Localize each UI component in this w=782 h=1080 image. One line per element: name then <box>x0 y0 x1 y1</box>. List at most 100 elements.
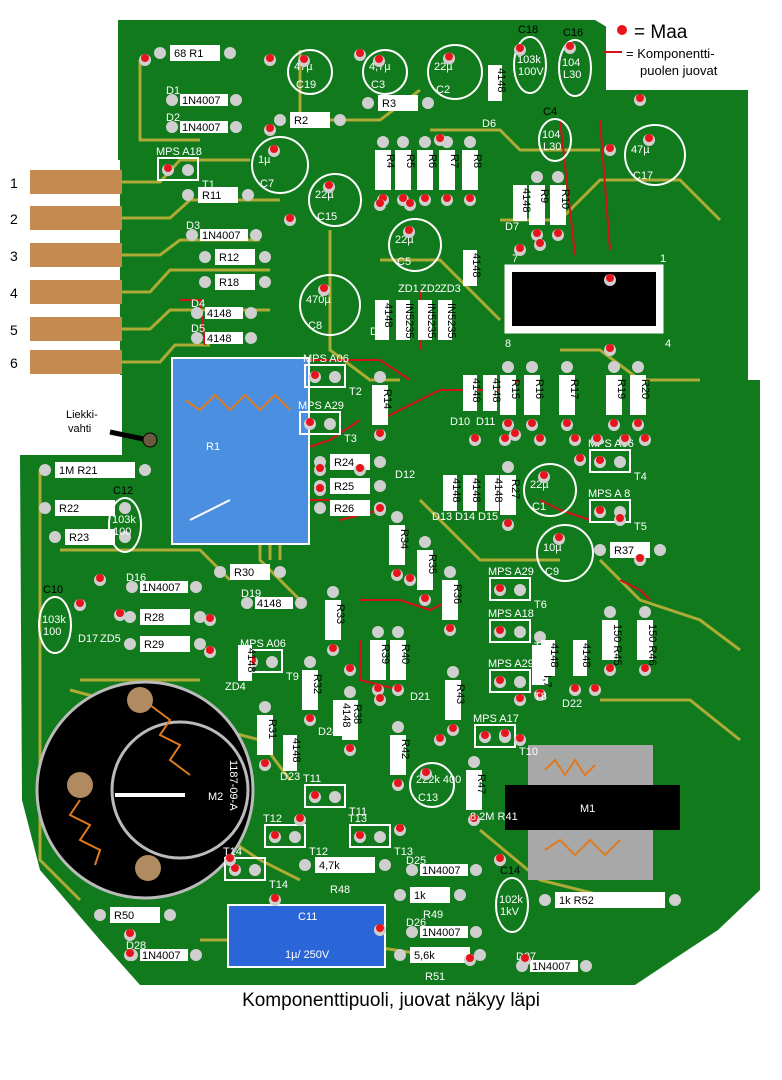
resistor-label: R20 <box>639 379 651 399</box>
ground-dot-icon <box>504 519 512 527</box>
solder-pad <box>214 566 226 578</box>
ground-dot-icon <box>261 759 269 767</box>
solder-pad <box>191 307 203 319</box>
capacitor-ref: C4 <box>543 106 557 118</box>
resistor-label: R7 <box>448 154 460 168</box>
ground-dot-icon <box>406 574 414 582</box>
resistor-label: R16 <box>533 379 545 399</box>
transistor-ref: T5 <box>634 521 647 533</box>
ground-dot-icon <box>528 419 536 427</box>
solder-pad <box>199 276 211 288</box>
ground-dot-icon <box>141 54 149 62</box>
resistor-label: R43 <box>454 684 466 704</box>
zener-diode: 4148 <box>375 300 394 340</box>
ground-dot-icon <box>346 664 354 672</box>
ground-dot-icon <box>76 599 84 607</box>
resistor-r7: R7 <box>439 136 460 206</box>
ground-dot-icon <box>606 344 614 352</box>
solder-pad <box>406 864 418 876</box>
diode-value: 4148 <box>245 648 257 672</box>
diode-value: 1N4007 <box>182 122 221 134</box>
ground-dot-icon <box>399 194 407 202</box>
solder-pad <box>502 461 514 473</box>
transistor-ref: T3 <box>344 433 357 445</box>
diode-value: 1N4007 <box>142 582 181 594</box>
diode-ref: D2 <box>166 112 180 124</box>
solder-pad <box>139 464 151 476</box>
ground-dot-icon <box>616 514 624 522</box>
solder-pad <box>374 831 386 843</box>
ground-dot-icon <box>501 434 509 442</box>
solder-pad <box>374 456 386 468</box>
transistor-ref: T6 <box>534 599 547 611</box>
resistor-label: R27 <box>509 479 521 499</box>
resistor-label: R28 <box>144 612 164 624</box>
capacitor-value: 103k <box>42 614 66 626</box>
solder-pad <box>324 418 336 430</box>
resistor-label: R38 <box>351 704 363 724</box>
resistor-r46: 150 R46 <box>637 606 658 676</box>
legend: = Maa = Komponentti- puolen juovat <box>604 18 782 90</box>
svg-text:1: 1 <box>10 175 18 191</box>
ground-dot-icon <box>393 569 401 577</box>
ground-dot-icon <box>394 779 402 787</box>
capacitor-ref: C18 <box>518 24 538 36</box>
signal-diode: 4148 <box>541 640 560 676</box>
diode-value: IN5235 <box>445 303 457 338</box>
ground-dot-icon <box>533 229 541 237</box>
diode-value: 4148 <box>470 378 482 402</box>
svg-text:= Maa: = Maa <box>634 22 688 43</box>
ground-dot-icon <box>445 52 453 61</box>
resistor-r8: R8 <box>462 136 483 206</box>
svg-text:7: 7 <box>512 253 518 265</box>
solder-pad <box>561 361 573 373</box>
signal-diode: 4148 <box>238 645 257 681</box>
ground-dot-icon <box>311 791 319 799</box>
ground-dot-icon <box>496 626 504 634</box>
signal-diode: 4148 <box>485 475 504 511</box>
ground-dot-icon <box>376 694 384 702</box>
ground-dot-icon <box>641 664 649 672</box>
ground-dot-icon <box>266 54 274 62</box>
diode-value: 4148 <box>520 188 532 212</box>
ic-optocoupler: 7 1 8 4 <box>504 253 671 350</box>
resistor-label: 1k <box>414 890 426 902</box>
resistor-label: R14 <box>381 389 393 409</box>
signal-diode: 4148 <box>463 475 482 511</box>
solder-pad <box>194 611 206 623</box>
ground-dot-icon <box>270 145 278 153</box>
transistor-name: MPS A06 <box>303 353 349 365</box>
ground-dot-icon <box>621 434 629 442</box>
resistor-r20: R20 <box>630 361 651 431</box>
diode-value: 1N4007 <box>422 927 461 939</box>
ground-dot-icon <box>231 864 239 872</box>
solder-pad <box>182 164 194 176</box>
ground-dot-icon <box>396 824 404 832</box>
ground-dot-icon <box>536 689 544 697</box>
ground-dot-icon <box>325 181 333 189</box>
ground-dot-icon <box>496 854 504 862</box>
solder-pad <box>199 251 211 263</box>
resistor-label: R39 <box>379 644 391 664</box>
transistor-ref: T13 <box>394 846 413 858</box>
ref-label-d6: D6 <box>482 118 496 130</box>
svg-text:= Komponentti-: = Komponentti- <box>626 46 715 61</box>
resistor-label: R19 <box>615 379 627 399</box>
ground-dot-icon <box>356 831 364 839</box>
resistor-label: R23 <box>69 532 89 544</box>
resistor-label: R15 <box>509 379 521 399</box>
resistor-r25: R25 <box>314 478 386 494</box>
resistor-r50: R50 <box>94 907 176 923</box>
resistor-r29: R29 <box>124 636 206 652</box>
solder-pad <box>304 656 316 668</box>
